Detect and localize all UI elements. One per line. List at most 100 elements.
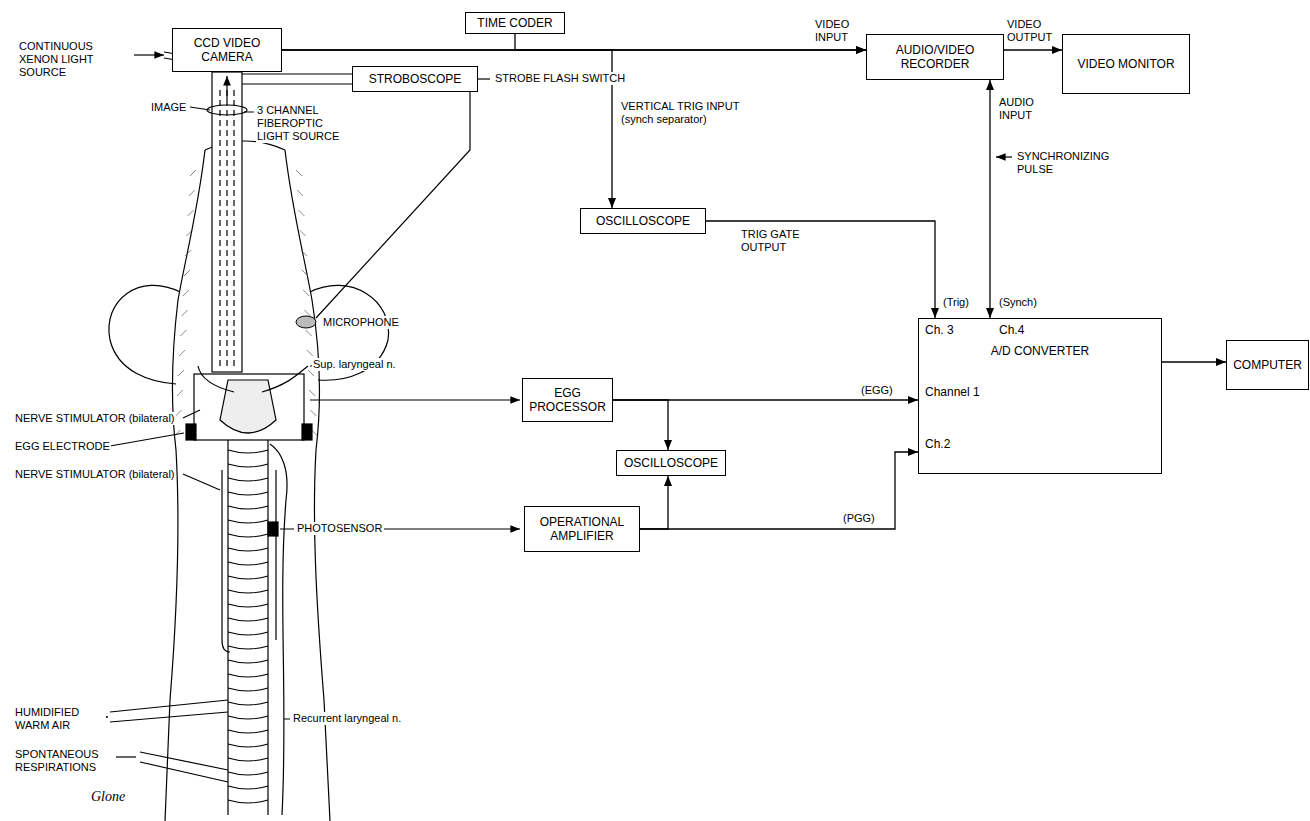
connector-label: AUDIO INPUT (998, 96, 1060, 122)
tracheal-ring (228, 646, 268, 649)
superior-laryngeal-nerve (198, 366, 308, 392)
microphone (296, 316, 316, 328)
xenon-arrow (134, 54, 164, 55)
box-title: AUDIO/VIDEO RECORDER (872, 43, 998, 71)
computer-box: COMPUTER (1226, 340, 1309, 390)
oscilloscope-box: OSCILLOSCOPE (580, 208, 706, 234)
channel-label: Ch.4 (999, 323, 1024, 337)
egg-wire (310, 399, 520, 400)
channel-label: Channel 1 (925, 385, 980, 399)
eyepiece-ring (207, 105, 247, 115)
tracheal-ring (228, 576, 268, 579)
box-title: VIDEO MONITOR (1077, 57, 1174, 71)
tracheal-ring (228, 786, 268, 789)
image-label: IMAGE (150, 101, 187, 114)
larynx (86, 366, 312, 815)
fur-stroke (307, 350, 313, 356)
switch-label: STROBE FLASH SWITCH (494, 72, 626, 85)
tracheal-ring (228, 534, 268, 537)
photosensor-wire (384, 528, 520, 529)
tracheal-ring (228, 730, 268, 733)
leader-line (190, 107, 254, 112)
cables (134, 52, 1012, 529)
photosensor (268, 522, 278, 536)
tracheal-ring (228, 492, 268, 495)
tracheal-ring (228, 478, 268, 481)
thyroid-cartilage (220, 380, 276, 433)
tracheal-ring (228, 688, 268, 691)
box-title: EGG PROCESSOR (528, 386, 607, 414)
fur-texture (174, 170, 317, 436)
fur-stroke (300, 230, 306, 236)
connector-label: VERTICAL TRIG INPUT (synch separator) (620, 100, 762, 126)
tracheal-ring (228, 772, 268, 775)
time-coder-box: TIME CODER (465, 12, 565, 34)
box-title: COMPUTER (1233, 358, 1302, 372)
box-title: OSCILLOSCOPE (596, 214, 690, 228)
fur-stroke (304, 310, 310, 316)
box-title: TIME CODER (477, 16, 552, 30)
channel-label: (Synch) (998, 296, 1038, 309)
sensor-label: PHOTOSENSOR (296, 522, 383, 535)
connector-label: VIDEO OUTPUT (1006, 18, 1062, 44)
nerve-label: Sup. laryngeal n. (312, 358, 397, 371)
channel-label: (PGG) (842, 512, 876, 525)
box-title: A/D CONVERTER (991, 344, 1089, 358)
tracheal-ring (228, 702, 268, 705)
connector-label: VIDEO INPUT (814, 18, 864, 44)
tracheal-ring (228, 716, 268, 719)
fur-stroke (179, 350, 185, 356)
pulse-arrow (996, 156, 1012, 157)
signal-connector (1162, 361, 1226, 362)
stroboscope-box: STROBOSCOPE (352, 66, 478, 92)
nerve-stimulator (222, 470, 276, 652)
fur-stroke (186, 230, 192, 236)
airflow-label: HUMIDIFIED WARM AIR (14, 706, 106, 732)
fur-stroke (182, 310, 188, 316)
fur-stroke (177, 390, 183, 396)
fiberoptic-label: 3 CHANNEL FIBEROPTIC LIGHT SOURCE (256, 104, 358, 143)
channel-label: (EGG) (860, 384, 894, 397)
tracheal-ring (228, 520, 268, 523)
tracheal-ring (228, 758, 268, 761)
fur-stroke (301, 250, 307, 256)
box-title: OPERATIONAL AMPLIFIER (530, 515, 634, 543)
fur-stroke (189, 190, 195, 196)
tracheal-ring (228, 604, 268, 607)
amplifier-box: OPERATIONAL AMPLIFIER (524, 506, 640, 552)
fur-stroke (184, 270, 190, 276)
tracheal-ring (228, 618, 268, 621)
image-arrow (226, 76, 227, 100)
ear (109, 285, 180, 384)
tracheal-ring (228, 548, 268, 551)
trachea (228, 440, 268, 815)
switch-wire (478, 78, 490, 79)
tracheal-ring (228, 506, 268, 509)
signal-connector (706, 221, 935, 318)
tracheal-ring (228, 800, 268, 803)
stimulator-label: NERVE STIMULATOR (bilateral) (14, 412, 176, 425)
stimulator-label: NERVE STIMULATOR (bilateral) (14, 468, 176, 481)
recorder-box: AUDIO/VIDEO RECORDER (866, 34, 1004, 80)
egg-electrode (302, 424, 312, 440)
tracheal-ring (228, 464, 268, 467)
signal-connector (640, 476, 668, 529)
strobe-cable (242, 74, 352, 84)
fur-stroke (309, 390, 315, 396)
fur-stroke (303, 290, 309, 296)
tracheal-ring (228, 660, 268, 663)
airflow-label: SPONTANEOUS RESPIRATIONS (14, 748, 116, 774)
fur-stroke (306, 330, 312, 336)
fur-stroke (185, 250, 191, 256)
signal-label: SYNCHRONIZING PULSE (1016, 150, 1128, 176)
microphone-head (296, 316, 316, 328)
endoscope (207, 72, 247, 372)
oscilloscope-box: OSCILLOSCOPE (616, 450, 726, 476)
fur-stroke (178, 370, 184, 376)
tracheal-ring (228, 590, 268, 593)
fiber-bundle (220, 90, 234, 370)
fur-stroke (183, 290, 189, 296)
signal-connector (989, 80, 990, 318)
channel-label: Ch. 3 (925, 323, 954, 337)
